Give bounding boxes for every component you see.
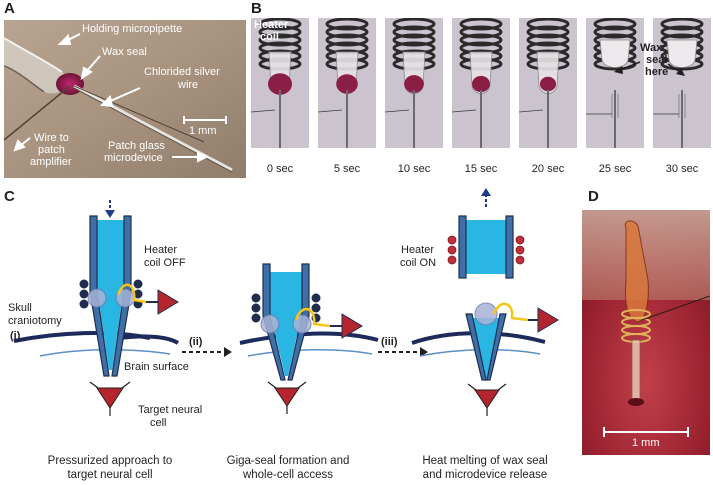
- label-step-ii: (ii): [189, 336, 203, 348]
- label-wire-3: amplifier: [30, 156, 72, 168]
- stage-2: [239, 263, 379, 414]
- frame-4-time: 20 sec: [531, 163, 565, 175]
- frame-0-image: [251, 18, 309, 148]
- frame-6-image: [653, 18, 711, 148]
- label-heater-on-1: Heater: [401, 244, 435, 256]
- frame-6: [653, 18, 711, 148]
- panel-c-diagram: [13, 188, 559, 416]
- label-target-1: Target neural: [138, 404, 203, 416]
- panel-c-letter: C: [4, 188, 15, 205]
- coil-off-left: [79, 279, 143, 309]
- panel-d-photo: 1 mm: [582, 210, 710, 455]
- label-skull-2: craniotomy: [8, 315, 62, 327]
- label-target-2: cell: [150, 417, 167, 429]
- caption-2-line-2: whole-cell access: [242, 469, 334, 481]
- frame-4-image: [519, 18, 577, 148]
- frame-3-image: [452, 18, 510, 148]
- label-heater-coil-1: Heater: [254, 19, 289, 31]
- label-skull-1: Skull: [8, 302, 32, 314]
- caption-3: Heat melting of wax seal and microdevice…: [400, 454, 570, 482]
- panel-b-letter: B: [251, 0, 262, 17]
- label-heater-on-2: coil ON: [400, 257, 437, 269]
- frame-3: [452, 18, 510, 148]
- wax-seal-blob: [56, 73, 84, 95]
- frame-1-image: [318, 18, 376, 148]
- label-patch-1: Patch glass: [108, 140, 165, 152]
- frame-4: [519, 18, 577, 148]
- label-wax-seal-here-2: seal: [646, 54, 668, 66]
- label-holding-micropipette: Holding micropipette: [82, 23, 183, 35]
- label-step-iii: (iii): [381, 336, 398, 348]
- panel-a-letter: A: [4, 0, 15, 17]
- label-wax-seal-here-3: here: [645, 66, 669, 78]
- frame-1: [318, 18, 376, 148]
- frame-2-image: [385, 18, 443, 148]
- label-step-i: (i): [10, 330, 21, 342]
- label-brain-surface: Brain surface: [124, 361, 189, 373]
- label-patch-2: microdevice: [104, 152, 163, 164]
- label-chlorided-2: wire: [178, 79, 199, 91]
- panel-a-drawing: [4, 20, 246, 178]
- label-heater-coil-2: coil: [260, 31, 279, 43]
- caption-3-line-1: Heat melting of wax seal: [422, 455, 548, 467]
- label-chlorided-1: Chlorided silver: [144, 66, 220, 78]
- frame-5: [586, 18, 644, 148]
- caption-1-line-2: target neural cell: [67, 469, 153, 481]
- frame-6-time: 30 sec: [665, 163, 699, 175]
- frame-5-image: [586, 18, 644, 148]
- caption-1: Pressurized approach to target neural ce…: [10, 454, 210, 482]
- panel-d-letter: D: [588, 188, 599, 205]
- caption-3-line-2: and microdevice release: [422, 469, 548, 481]
- frame-0-time: 0 sec: [266, 163, 294, 175]
- stage-3: [411, 188, 559, 416]
- stage-1: [13, 200, 180, 416]
- frame-0: [251, 18, 309, 148]
- caption-2: Giga-seal formation and whole-cell acces…: [208, 454, 368, 482]
- frame-1-time: 5 sec: [333, 163, 361, 175]
- panel-d-scale-label: 1 mm: [632, 437, 660, 449]
- caption-2-line-1: Giga-seal formation and: [226, 455, 350, 467]
- panel-a-scale-label: 1 mm: [189, 125, 217, 137]
- caption-1-line-1: Pressurized approach to: [47, 455, 173, 467]
- label-wire-2: patch: [38, 144, 65, 156]
- label-wire-1: Wire to: [34, 132, 69, 144]
- panel-a-photo: Holding micropipette Wax seal Chlorided …: [4, 20, 246, 178]
- frame-2-time: 10 sec: [397, 163, 431, 175]
- frame-5-time: 25 sec: [598, 163, 632, 175]
- label-heater-off-2: coil OFF: [144, 257, 186, 269]
- label-wax-seal: Wax seal: [102, 46, 147, 58]
- label-wax-seal-here-1: Wax: [640, 42, 663, 54]
- label-heater-off-1: Heater: [144, 244, 178, 256]
- frame-2: [385, 18, 443, 148]
- panel-d-drawing: [582, 210, 710, 455]
- frame-3-time: 15 sec: [464, 163, 498, 175]
